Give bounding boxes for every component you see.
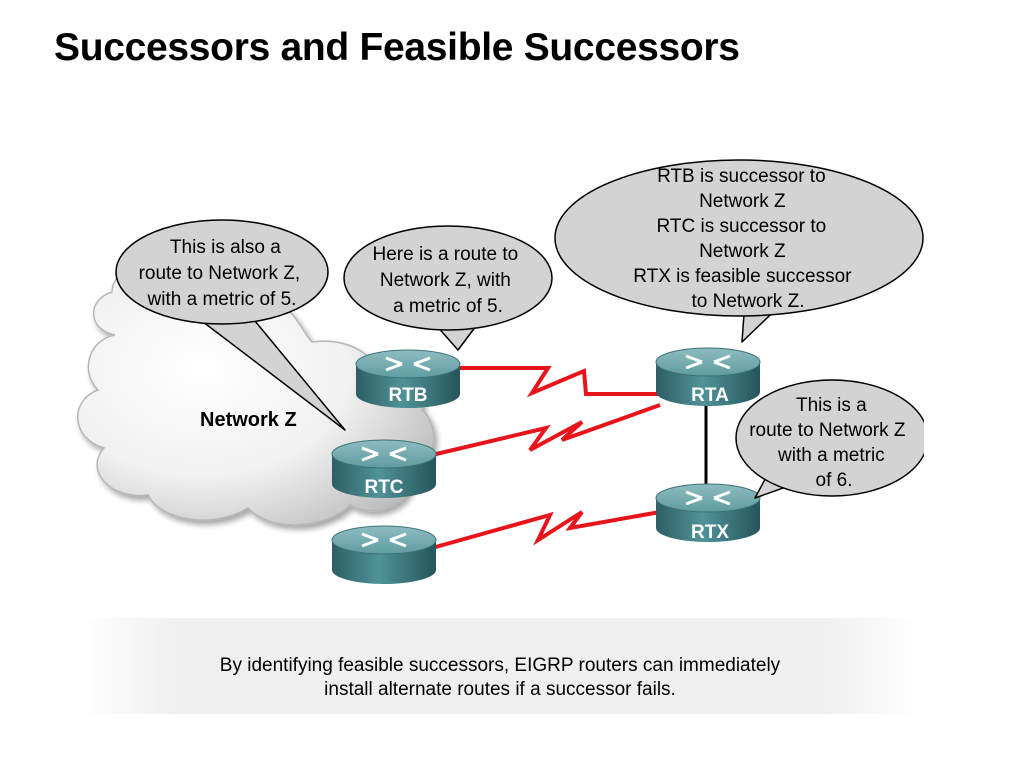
- svg-text:This is a route to Netwo: This is a route to Network Z with a metr…: [749, 395, 911, 491]
- svg-text:Here is a route to Netwo: Here is a route to Network Z, with a met…: [372, 244, 523, 317]
- router-arrows-icon: [361, 532, 407, 548]
- bubble-rta-view-line-5: RTX is feasible successor: [633, 266, 852, 287]
- router-arrows-icon: [685, 490, 731, 506]
- caption: By identifying feasible successors, EIGR…: [80, 654, 920, 702]
- bubble-rtx-route-line-4: of 6.: [816, 470, 853, 491]
- speech-bubble-rtx-route: This is a route to Network Z with a metr…: [735, 370, 944, 510]
- caption-line-2: install alternate routes if a successor …: [324, 679, 676, 700]
- svg-text:This is also a route to: This is also a route to Network Z, with …: [139, 237, 306, 310]
- router-rtx-label: RTX: [691, 522, 729, 543]
- caption-line-1: By identifying feasible successors, EIGR…: [219, 655, 781, 676]
- bubble-also-route-line-3: with a metric of 5.: [147, 289, 297, 310]
- bubble-rta-view-line-2: Network Z: [699, 191, 786, 212]
- bubble-rta-view-line-1: RTB is successor to: [657, 166, 826, 187]
- router-rtc: RTC: [331, 439, 437, 498]
- bubble-also-route-line-1: This is also a: [170, 237, 281, 258]
- links: [431, 366, 708, 550]
- speech-bubble-rta-view: RTB is successor to Network Z RTC is suc…: [554, 159, 924, 343]
- router-arrows-icon: [361, 446, 407, 462]
- router-unlabeled: [331, 525, 437, 584]
- router-rta-label: RTA: [691, 385, 729, 406]
- serial-link-rtb-rta: [456, 366, 658, 398]
- bubble-rtx-route-line-3: with a metric: [777, 445, 885, 466]
- serial-link-rtc-rta: [431, 403, 661, 457]
- caption-band: [80, 618, 920, 714]
- network-z-label: Network Z: [200, 409, 297, 431]
- router-rtb: RTB: [355, 349, 461, 408]
- bubble-here-route-line-3: a metric of 5.: [393, 296, 503, 317]
- bubble-rta-view-line-4: Network Z: [699, 241, 786, 262]
- speech-bubble-also-route: This is also a route to Network Z, with …: [115, 219, 346, 431]
- router-rta: RTA: [655, 347, 761, 406]
- bubble-here-route-line-1: Here is a route to: [372, 244, 518, 265]
- bubble-also-route-line-2: route to Network Z,: [139, 263, 301, 284]
- bubble-rta-view-line-6: to Network Z.: [692, 291, 805, 312]
- router-rtc-label: RTC: [364, 477, 403, 498]
- router-arrows-icon: [685, 354, 731, 370]
- svg-text:RTB is successor to Netw: RTB is successor to Network Z RTC is suc…: [633, 166, 857, 312]
- bubble-rtx-route-line-2: route to Network Z: [749, 420, 906, 441]
- bubble-rtx-route-line-1: This is a: [796, 395, 867, 416]
- bubble-rta-view-line-3: RTC is successor to: [657, 216, 827, 237]
- router-rtx: RTX: [655, 483, 761, 543]
- page-title: Successors and Feasible Successors: [54, 26, 740, 69]
- router-arrows-icon: [385, 356, 431, 372]
- speech-bubble-here-route: Here is a route to Network Z, with a met…: [343, 225, 553, 351]
- router-rtb-label: RTB: [388, 385, 427, 406]
- serial-link-router-rtx: [431, 510, 661, 550]
- bubble-here-route-line-2: Network Z, with: [380, 270, 511, 291]
